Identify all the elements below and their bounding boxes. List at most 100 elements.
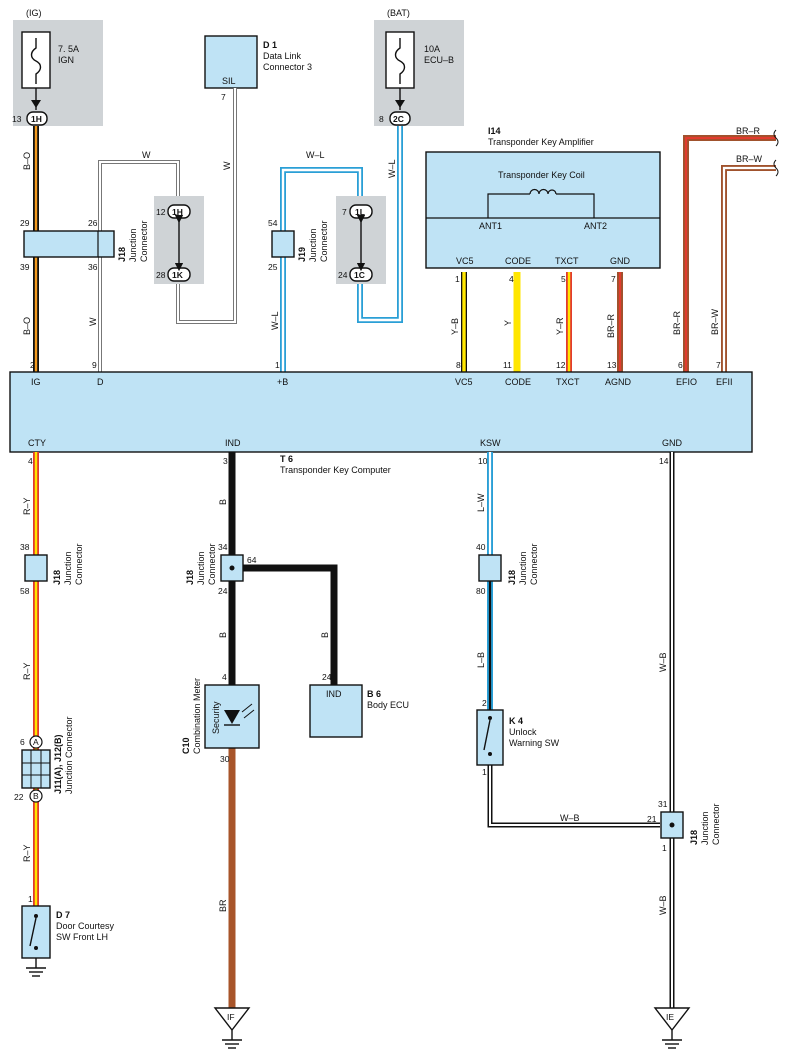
arrow-down-icon [31, 100, 41, 108]
j18-cty-connector: 38 58 J18 Junction Connector [20, 542, 84, 596]
j18-small-label-1h: 1H [172, 207, 183, 217]
j18-small-connector: 1H 1K 12 28 [154, 196, 204, 284]
j18-ind-name2: Connector [207, 543, 217, 585]
d1-id: D 1 [263, 40, 277, 50]
j11-j12-connector: A B 6 22 J11(A), J12(B) Junction Connect… [14, 716, 74, 803]
wire-label-ksw2: L–B [476, 652, 486, 668]
t6-term-ind: IND [225, 438, 241, 448]
led-icon [224, 710, 240, 724]
t6-pin-b: 1 [275, 360, 280, 370]
wire-label-ig-upper: B–O [22, 152, 32, 170]
j18-gnd-name1: Junction [700, 811, 710, 845]
t6-pin-txct: 12 [556, 360, 566, 370]
d7-name1: Door Courtesy [56, 921, 115, 931]
j18-top-pin-26: 26 [88, 218, 98, 228]
ground-ie-label: IE [666, 1012, 674, 1022]
i14-id: I14 [488, 126, 501, 136]
k4-id: K 4 [509, 716, 523, 726]
j18-ksw-name1: Junction [518, 551, 528, 585]
t6-term-vc5: VC5 [455, 377, 473, 387]
wire-label-txct: Y–R [555, 317, 565, 335]
j19-pin-54: 54 [268, 218, 278, 228]
wire-label-c10-gnd: BR [218, 899, 228, 912]
fuse-ig-rating: 7. 5A [58, 44, 79, 54]
t6-term-agnd: AGND [605, 377, 632, 387]
j18-top-name1: Junction [128, 228, 138, 262]
j11-b-label: B [33, 791, 39, 801]
j18-cty-id: J18 [52, 570, 62, 585]
j19-small-pin-24: 24 [338, 270, 348, 280]
j18-small-pin-12: 12 [156, 207, 166, 217]
j18-ind-connector: 34 24 64 J18 Junction Connector [185, 542, 257, 596]
i14-transponder-key-amplifier: I14 Transponder Key Amplifier Transponde… [425, 126, 661, 284]
t6-pin-efii: 7 [716, 360, 721, 370]
fuse-bat-source: (BAT) [387, 8, 410, 18]
wire-label-cty2: R–Y [22, 662, 32, 680]
i14-term-gnd: GND [610, 256, 631, 266]
wire-label-agnd: BR–R [606, 313, 616, 338]
d7-id: D 7 [56, 910, 70, 920]
wire-label-ind2: B [218, 632, 228, 638]
wire-ind-b [228, 452, 338, 685]
t6-pin-vc5: 8 [456, 360, 461, 370]
t6-pin-gnd: 14 [659, 456, 669, 466]
i14-pin-code: 4 [509, 274, 514, 284]
wire-efii [721, 165, 776, 372]
j18-cty-pin-38: 38 [20, 542, 30, 552]
k4-pin-1: 1 [482, 767, 487, 777]
fuse-bat-connector: 2C [393, 114, 404, 124]
j18-ksw-pin-80: 80 [476, 586, 486, 596]
wire-label-ind1: B [218, 499, 228, 505]
i14-name: Transponder Key Amplifier [488, 137, 594, 147]
switch-icon [29, 917, 37, 947]
d1-data-link-connector: SIL D 1 Data Link Connector 3 7 [204, 35, 312, 102]
k4-name1: Unlock [509, 727, 537, 737]
j18-ind-id: J18 [185, 570, 195, 585]
j18-top-pin-39: 39 [20, 262, 30, 272]
t6-term-efio: EFIO [676, 377, 697, 387]
k4-name2: Warning SW [509, 738, 560, 748]
t6-id: T 6 [280, 454, 293, 464]
wire-k4-wb [487, 765, 660, 828]
j18-ind-name1: Junction [196, 551, 206, 585]
j18-top-pin-29: 29 [20, 218, 30, 228]
j19-pin-25: 25 [268, 262, 278, 272]
fuse-bat-rating: 10A [424, 44, 440, 54]
j18-top-id: J18 [117, 247, 127, 262]
coil-icon [529, 188, 557, 195]
d7-pin: 1 [28, 894, 33, 904]
b6-id: B 6 [367, 689, 381, 699]
j18-ind-pin-24: 24 [218, 586, 228, 596]
t6-term-ksw: KSW [480, 438, 501, 448]
j19-name2: Connector [319, 220, 329, 262]
wire-label-ksw1: L–W [476, 493, 486, 512]
j18-ksw-pin-40: 40 [476, 542, 486, 552]
t6-name: Transponder Key Computer [280, 465, 391, 475]
t6-term-code: CODE [505, 377, 531, 387]
connector-1h [26, 111, 48, 126]
ground-if-label: IF [227, 1012, 235, 1022]
t6-pin-cty: 4 [28, 456, 33, 466]
ground-triangle-icon [653, 1007, 691, 1032]
i14-ant2: ANT2 [584, 221, 607, 231]
c10-pin-30: 30 [220, 754, 230, 764]
j11-a-label: A [33, 737, 39, 747]
j18-top-name2: Connector [139, 220, 149, 262]
d1-pin: 7 [221, 92, 226, 102]
wire-b-wl [280, 126, 403, 372]
wire-label-vc5: Y–B [450, 318, 460, 335]
j19-name1: Junction [308, 228, 318, 262]
wire-label-cty1: R–Y [22, 497, 32, 515]
wire-label-b-upper: W–L [306, 150, 325, 160]
b6-term: IND [326, 689, 342, 699]
wire-label-b-lower: W–L [270, 311, 280, 330]
t6-pin-ig: 2 [30, 360, 35, 370]
j11-name: Junction Connector [64, 716, 74, 794]
t6-term-cty: CTY [28, 438, 46, 448]
wire-label-d-lower: W [88, 317, 98, 326]
fuse-ig-source: (IG) [26, 8, 42, 18]
j19-connector: 54 25 J19 Junction Connector [268, 218, 329, 272]
t6-pin-code: 11 [503, 360, 512, 370]
wire-label-k4-gnd: W–B [560, 813, 580, 823]
